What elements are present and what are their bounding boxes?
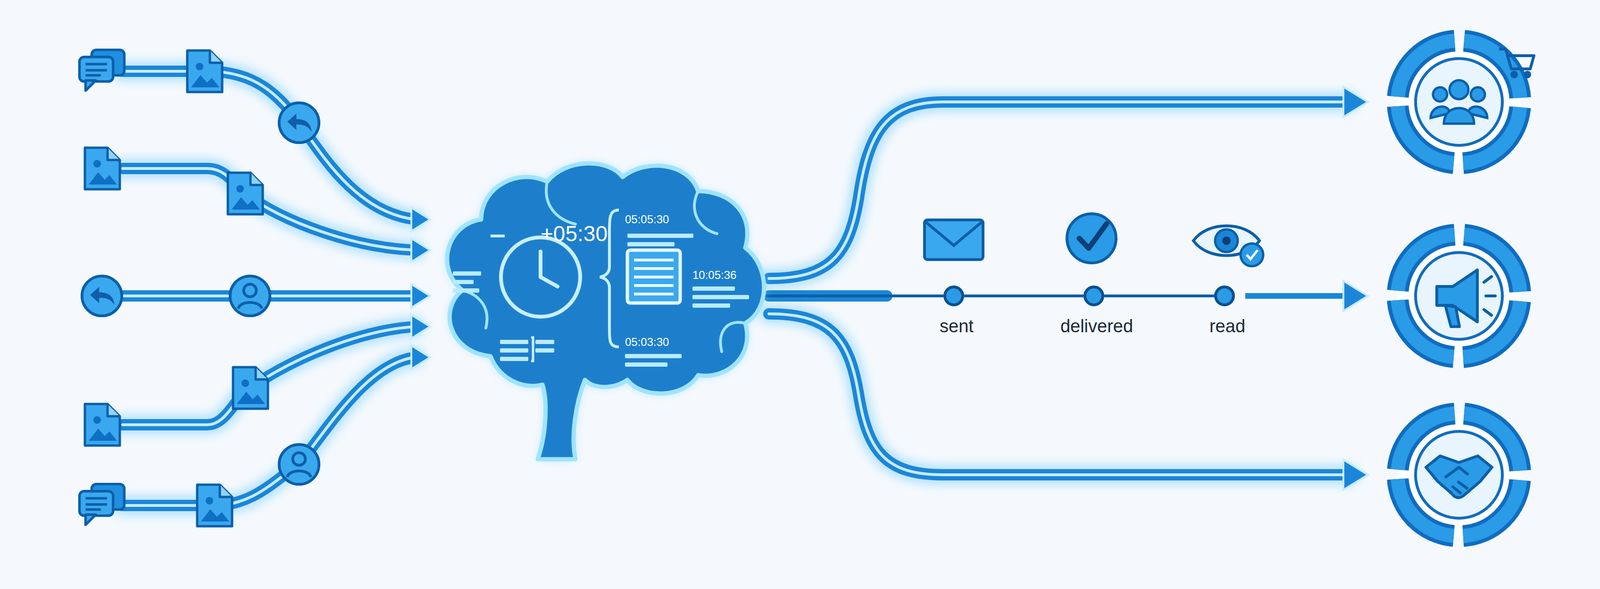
status-label: read [1209,316,1246,337]
timeline-connector [763,294,944,298]
timestamp: 05:03:30 [625,336,669,348]
timeline-dot: read [1214,285,1235,307]
output-flows [768,86,1368,490]
timeline-dot: delivered [1083,285,1105,307]
timestamp: 05:05:30 [625,213,669,225]
timestamp: 10:05:36 [692,269,737,281]
handshake-ring [1392,408,1526,542]
check-icon [1066,213,1117,263]
timeline-connector [1104,294,1215,298]
status-label: sent [939,316,974,337]
eye-icon [1193,225,1264,267]
timezone-offset: +05:30 [540,222,608,245]
input-flows [122,71,431,506]
megaphone-ring [1392,229,1526,363]
audience-ring [1392,35,1534,169]
brain-node: +05:30 05:05:30 10:05:36 05:03:30 [433,153,771,459]
status-label: delivered [1060,316,1134,337]
brain-outline [433,153,771,459]
timeline-dot: sent [943,285,965,307]
envelope-icon [924,219,984,260]
input-icons [79,50,319,526]
timeline-connector [964,294,1084,298]
